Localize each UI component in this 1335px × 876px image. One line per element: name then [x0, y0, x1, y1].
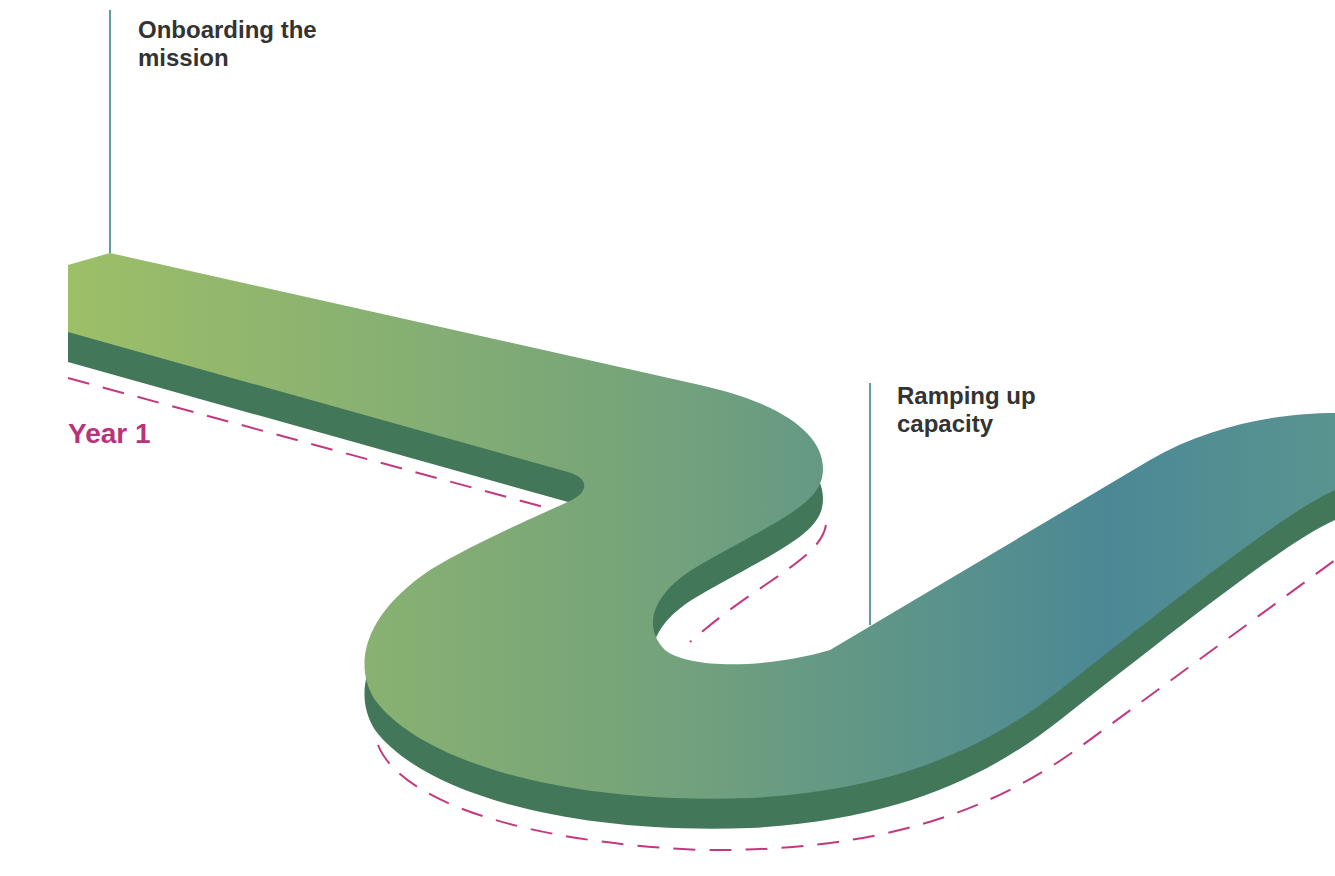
leader-lines	[110, 10, 870, 625]
road-surface	[68, 253, 1335, 799]
year-label: Year 1	[68, 418, 228, 450]
milestone-label: Ramping up capacity	[897, 382, 1077, 437]
milestone-label: Onboarding the mission	[138, 16, 353, 71]
